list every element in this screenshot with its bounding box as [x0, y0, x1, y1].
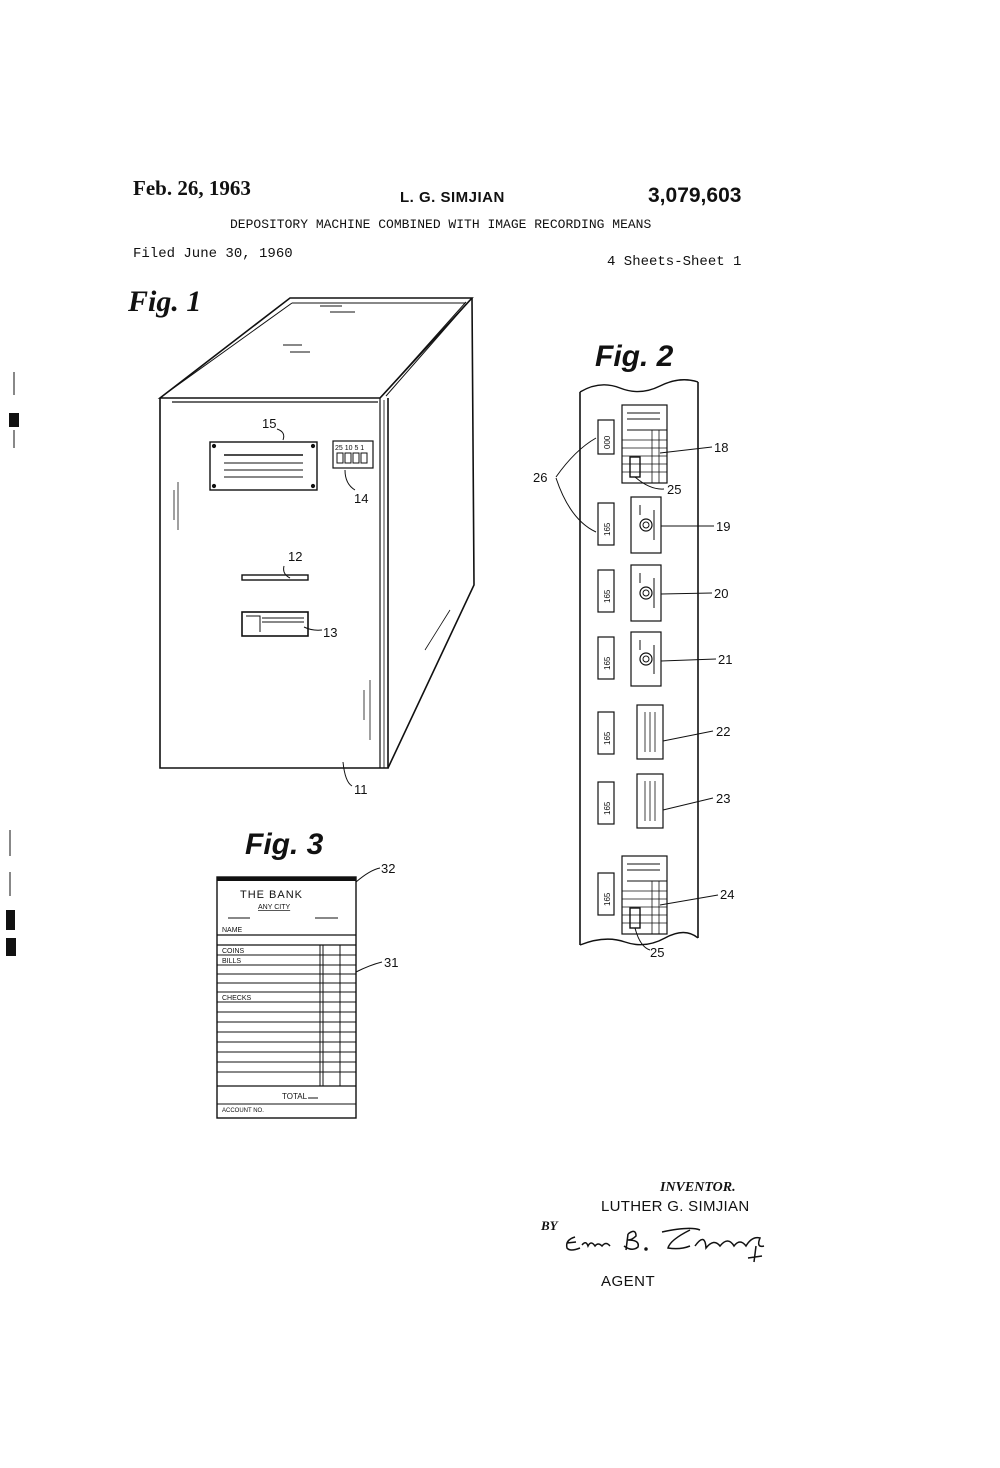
by-label: BY: [541, 1218, 558, 1233]
slip-total-label: TOTAL: [282, 1092, 308, 1101]
fig1-machine: [157, 297, 475, 787]
slip-coins-label: COINS: [222, 948, 245, 955]
ref-12: 12: [288, 549, 302, 564]
agent-label: AGENT: [601, 1273, 656, 1290]
counter-value-3: 165: [603, 656, 612, 670]
slip-name-label: NAME: [222, 927, 243, 934]
fig1-counter-header: 25 10 5 1: [335, 445, 364, 452]
ref-26: 26: [533, 470, 547, 485]
ref-25-top: 25: [667, 482, 681, 497]
margin-marks: [6, 372, 19, 956]
ref-25-bottom: 25: [650, 945, 664, 960]
ref-32: 32: [381, 861, 395, 876]
fig2-counter-values: 000 165 165 165 165 165 165: [603, 435, 612, 906]
patent-title: DEPOSITORY MACHINE COMBINED WITH IMAGE R…: [230, 217, 652, 232]
ref-24: 24: [720, 887, 734, 902]
fig2-film-strip: [555, 379, 719, 951]
ref-11: 11: [354, 782, 368, 797]
counter-value-2: 165: [603, 589, 612, 603]
inventor-short: L. G. SIMJIAN: [400, 189, 505, 206]
sheet-count: 4 Sheets-Sheet 1: [607, 254, 742, 270]
fig1-label: Fig. 1: [127, 285, 201, 318]
fig3-label: Fig. 3: [245, 828, 324, 861]
inventor-heading: INVENTOR.: [660, 1180, 736, 1195]
filed-date: Filed June 30, 1960: [133, 246, 293, 262]
inventor-name: LUTHER G. SIMJIAN: [601, 1198, 750, 1215]
slip-bank-name: THE BANK: [240, 889, 303, 901]
counter-value-5: 165: [603, 801, 612, 815]
ref-21: 21: [718, 652, 732, 667]
ref-31: 31: [384, 955, 398, 970]
counter-value-6: 165: [603, 892, 612, 906]
slip-account-label: ACCOUNT NO.: [222, 1108, 264, 1114]
ref-19: 19: [716, 519, 730, 534]
fig3-deposit-slip: [216, 867, 383, 1119]
patent-date: Feb. 26, 1963: [133, 176, 251, 200]
counter-value-1: 165: [603, 522, 612, 536]
ref-14: 14: [354, 491, 368, 506]
agent-signature: [565, 1227, 765, 1263]
counter-first-value: 000: [603, 435, 612, 449]
slip-bills-label: BILLS: [222, 958, 241, 965]
fig3-slip-text: THE BANK ANY CITY NAME COINS BILLS CHECK…: [222, 889, 308, 1114]
fig2-refs: 18 25 26 19 20 21 22 23 24 25: [533, 440, 734, 960]
ref-13: 13: [323, 625, 337, 640]
ref-15: 15: [262, 416, 276, 431]
patent-number: 3,079,603: [648, 184, 742, 207]
fig2-label: Fig. 2: [595, 340, 674, 373]
slip-city: ANY CITY: [258, 904, 290, 911]
ref-20: 20: [714, 586, 728, 601]
ref-23: 23: [716, 791, 730, 806]
slip-checks-label: CHECKS: [222, 995, 252, 1002]
counter-value-4: 165: [603, 731, 612, 745]
ref-22: 22: [716, 724, 730, 739]
ref-18: 18: [714, 440, 728, 455]
